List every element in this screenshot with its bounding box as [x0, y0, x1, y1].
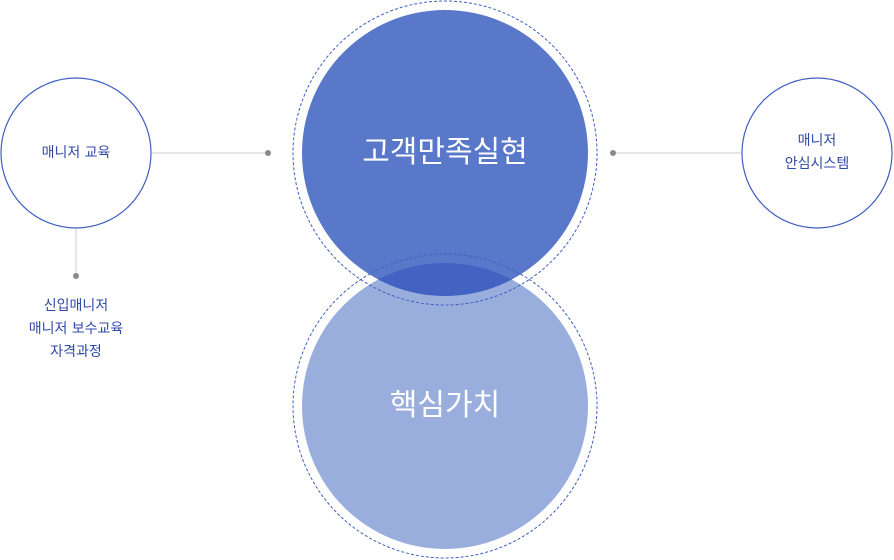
- right-circle-label: 매니저 안심시스템: [747, 130, 887, 176]
- top-circle-dashed-ring: [292, 0, 598, 306]
- left-detail-item: 자격과정: [50, 344, 102, 360]
- left-connector-dot: [265, 150, 271, 156]
- left-detail-item: 신입매니저: [43, 298, 109, 314]
- left-circle-label: 매니저 교육: [41, 145, 111, 161]
- bottom-circle-title: 핵심가치: [389, 388, 501, 423]
- right-connector-dot: [610, 150, 616, 156]
- left-circle-manager-education: [0, 77, 152, 229]
- left-down-connector-dot: [73, 273, 79, 279]
- top-circle-fill: [302, 10, 588, 296]
- left-details-list: 신입매니저 매니저 보수교육 자격과정: [6, 295, 146, 364]
- right-circle-label-line: 안심시스템: [784, 156, 850, 172]
- right-circle-label-line: 매니저: [797, 133, 837, 149]
- right-circle-manager-safety-system: [741, 77, 893, 229]
- top-circle-title: 고객만족실현: [362, 135, 528, 170]
- left-detail-item: 매니저 보수교육: [28, 321, 124, 337]
- bottom-circle-dashed-ring: [292, 253, 598, 559]
- bottom-circle-fill: [302, 263, 588, 549]
